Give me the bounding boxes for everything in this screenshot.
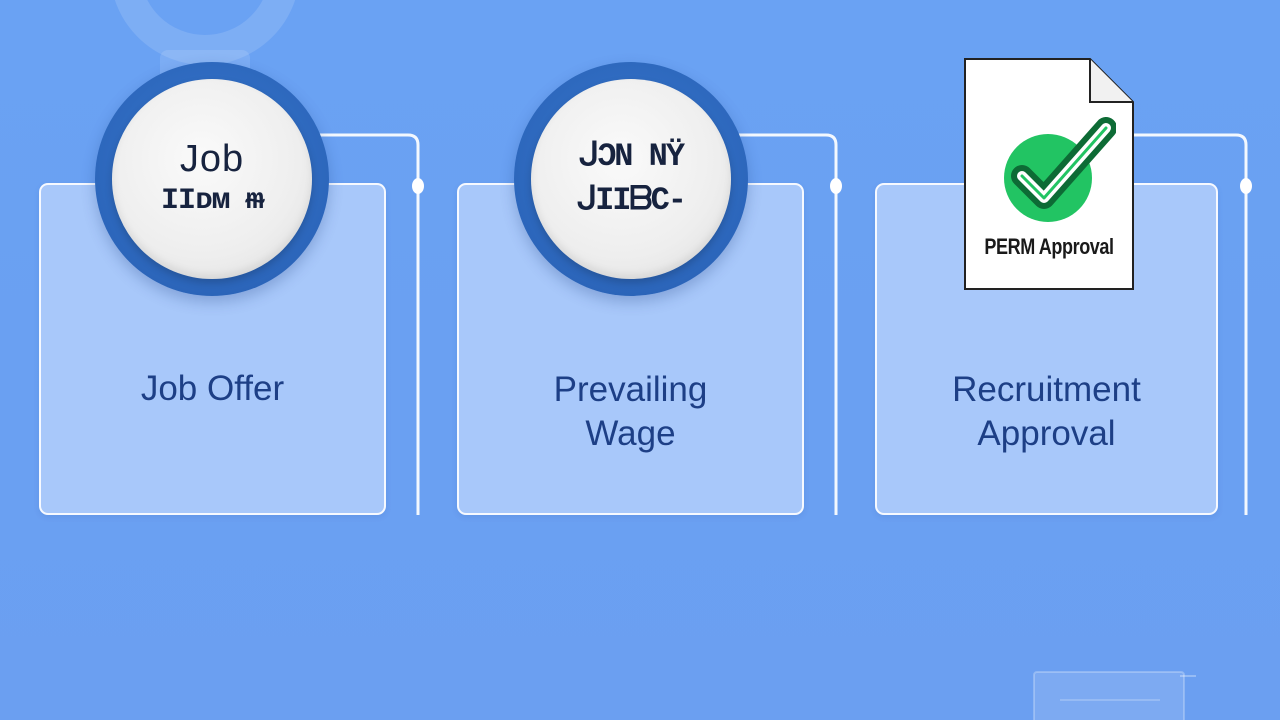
step-label-line: Prevailing: [553, 370, 708, 409]
step-label-line: Recruitment: [952, 370, 1141, 409]
step-label-line: Job Offer: [140, 369, 285, 408]
badge-face: ᒍƆN ΝŸ ᒍIIᗷC-: [531, 79, 731, 279]
step-label: Job Offer: [41, 367, 384, 411]
perm-approval-document: PERM Approval: [964, 58, 1134, 290]
badge-text: ᒍƆN ΝŸ: [578, 138, 685, 175]
badge-face: Job IIᴅᴍ ᵯ: [112, 79, 312, 279]
step-label: Prevailing Wage: [459, 368, 802, 456]
step-label: Recruitment Approval: [877, 368, 1216, 456]
badge-text: ᒍIIᗷC-: [576, 182, 687, 219]
step-label-line: Approval: [977, 414, 1116, 453]
badge-text: Job: [179, 138, 245, 180]
checkmark-icon: [1004, 117, 1116, 222]
job-offer-badge: Job IIᴅᴍ ᵯ: [95, 62, 329, 296]
prevailing-wage-badge: ᒍƆN ΝŸ ᒍIIᗷC-: [514, 62, 748, 296]
document-icon: [1033, 671, 1196, 720]
badge-text: IIᴅᴍ ᵯ: [160, 184, 264, 218]
document-title: PERM Approval: [984, 234, 1114, 259]
step-label-line: Wage: [585, 414, 676, 453]
